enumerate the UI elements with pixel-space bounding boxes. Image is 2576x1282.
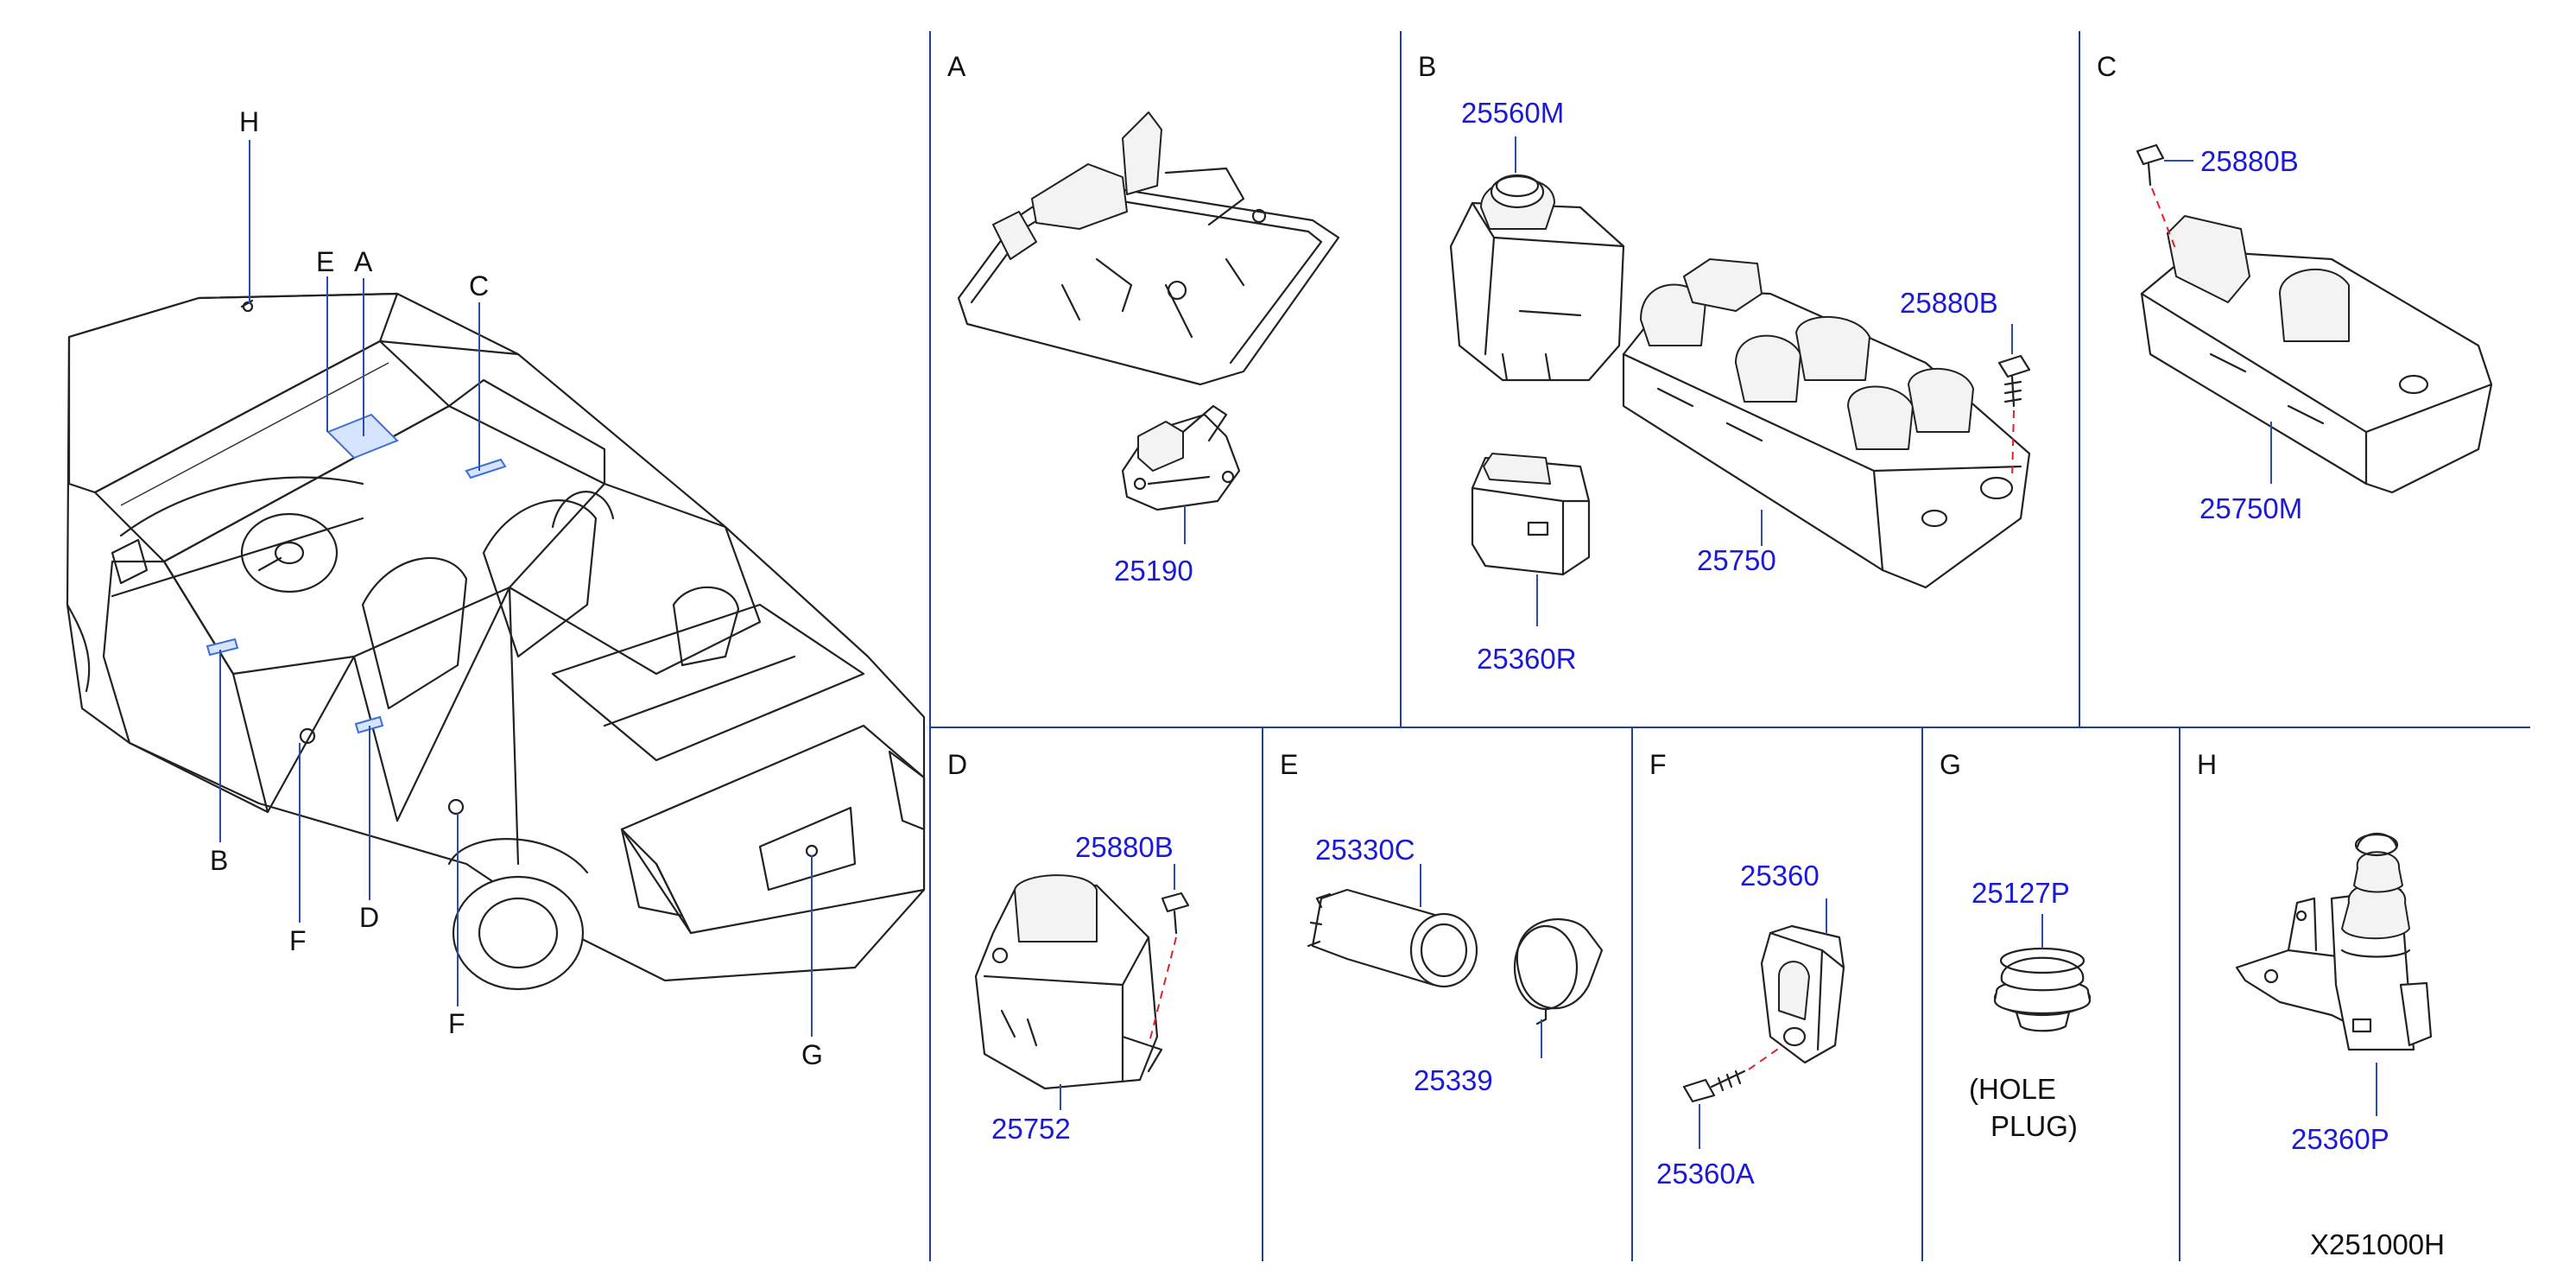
section-d-parts — [974, 864, 1190, 1110]
section-h-parts — [2235, 833, 2433, 1116]
locator-f-left: F — [289, 925, 307, 956]
section-label-c: C — [2097, 51, 2117, 82]
car-illustration — [66, 292, 926, 991]
part-number-25880b-c: 25880B — [2200, 145, 2299, 177]
section-a-parts — [957, 111, 1340, 544]
locator-b: B — [210, 845, 228, 876]
locator-e: E — [316, 246, 334, 277]
car-locator-leaders — [219, 140, 813, 1037]
section-b-parts — [1449, 136, 2031, 626]
part-number-25752: 25752 — [991, 1113, 1071, 1145]
hole-plug-note-line1: (HOLE — [1969, 1073, 2056, 1105]
part-number-25330c: 25330C — [1315, 834, 1415, 866]
section-label-h: H — [2197, 749, 2217, 780]
section-label-f: F — [1649, 749, 1667, 780]
section-c-parts — [2136, 143, 2493, 494]
section-g-parts — [1993, 914, 2092, 1032]
diagram-code: X251000H — [2310, 1228, 2445, 1260]
part-number-25750m: 25750M — [2199, 492, 2302, 524]
part-number-25560m: 25560M — [1461, 97, 1564, 129]
part-number-25880b-b: 25880B — [1900, 287, 1998, 319]
car-locator-labels: H E A C B F D F G — [210, 106, 823, 1070]
section-label-b: B — [1418, 51, 1436, 82]
locator-a: A — [354, 246, 373, 277]
part-number-25360r: 25360R — [1477, 643, 1577, 675]
section-label-e: E — [1280, 749, 1298, 780]
section-label-a: A — [947, 51, 966, 82]
hole-plug-note-line2: PLUG) — [1991, 1110, 2078, 1142]
section-f-parts — [1682, 898, 1845, 1149]
part-number-25127p: 25127P — [1972, 877, 2070, 909]
locator-h: H — [239, 106, 259, 137]
part-number-25360p: 25360P — [2291, 1123, 2389, 1155]
part-number-25190: 25190 — [1114, 555, 1193, 587]
part-number-25339: 25339 — [1414, 1064, 1493, 1096]
part-number-25750: 25750 — [1697, 544, 1776, 576]
section-labels: A B C D E F G H — [947, 51, 2217, 780]
section-label-d: D — [947, 749, 967, 780]
locator-c: C — [469, 270, 489, 301]
part-number-25360: 25360 — [1740, 860, 1820, 892]
section-label-g: G — [1940, 749, 1961, 780]
locator-d: D — [359, 902, 379, 933]
locator-g: G — [801, 1039, 823, 1070]
section-grid — [929, 31, 2530, 1261]
locator-f-right: F — [448, 1008, 465, 1039]
part-number-25880b-d: 25880B — [1075, 831, 1174, 863]
part-number-25360a: 25360A — [1656, 1158, 1755, 1190]
section-e-parts — [1307, 864, 1604, 1058]
